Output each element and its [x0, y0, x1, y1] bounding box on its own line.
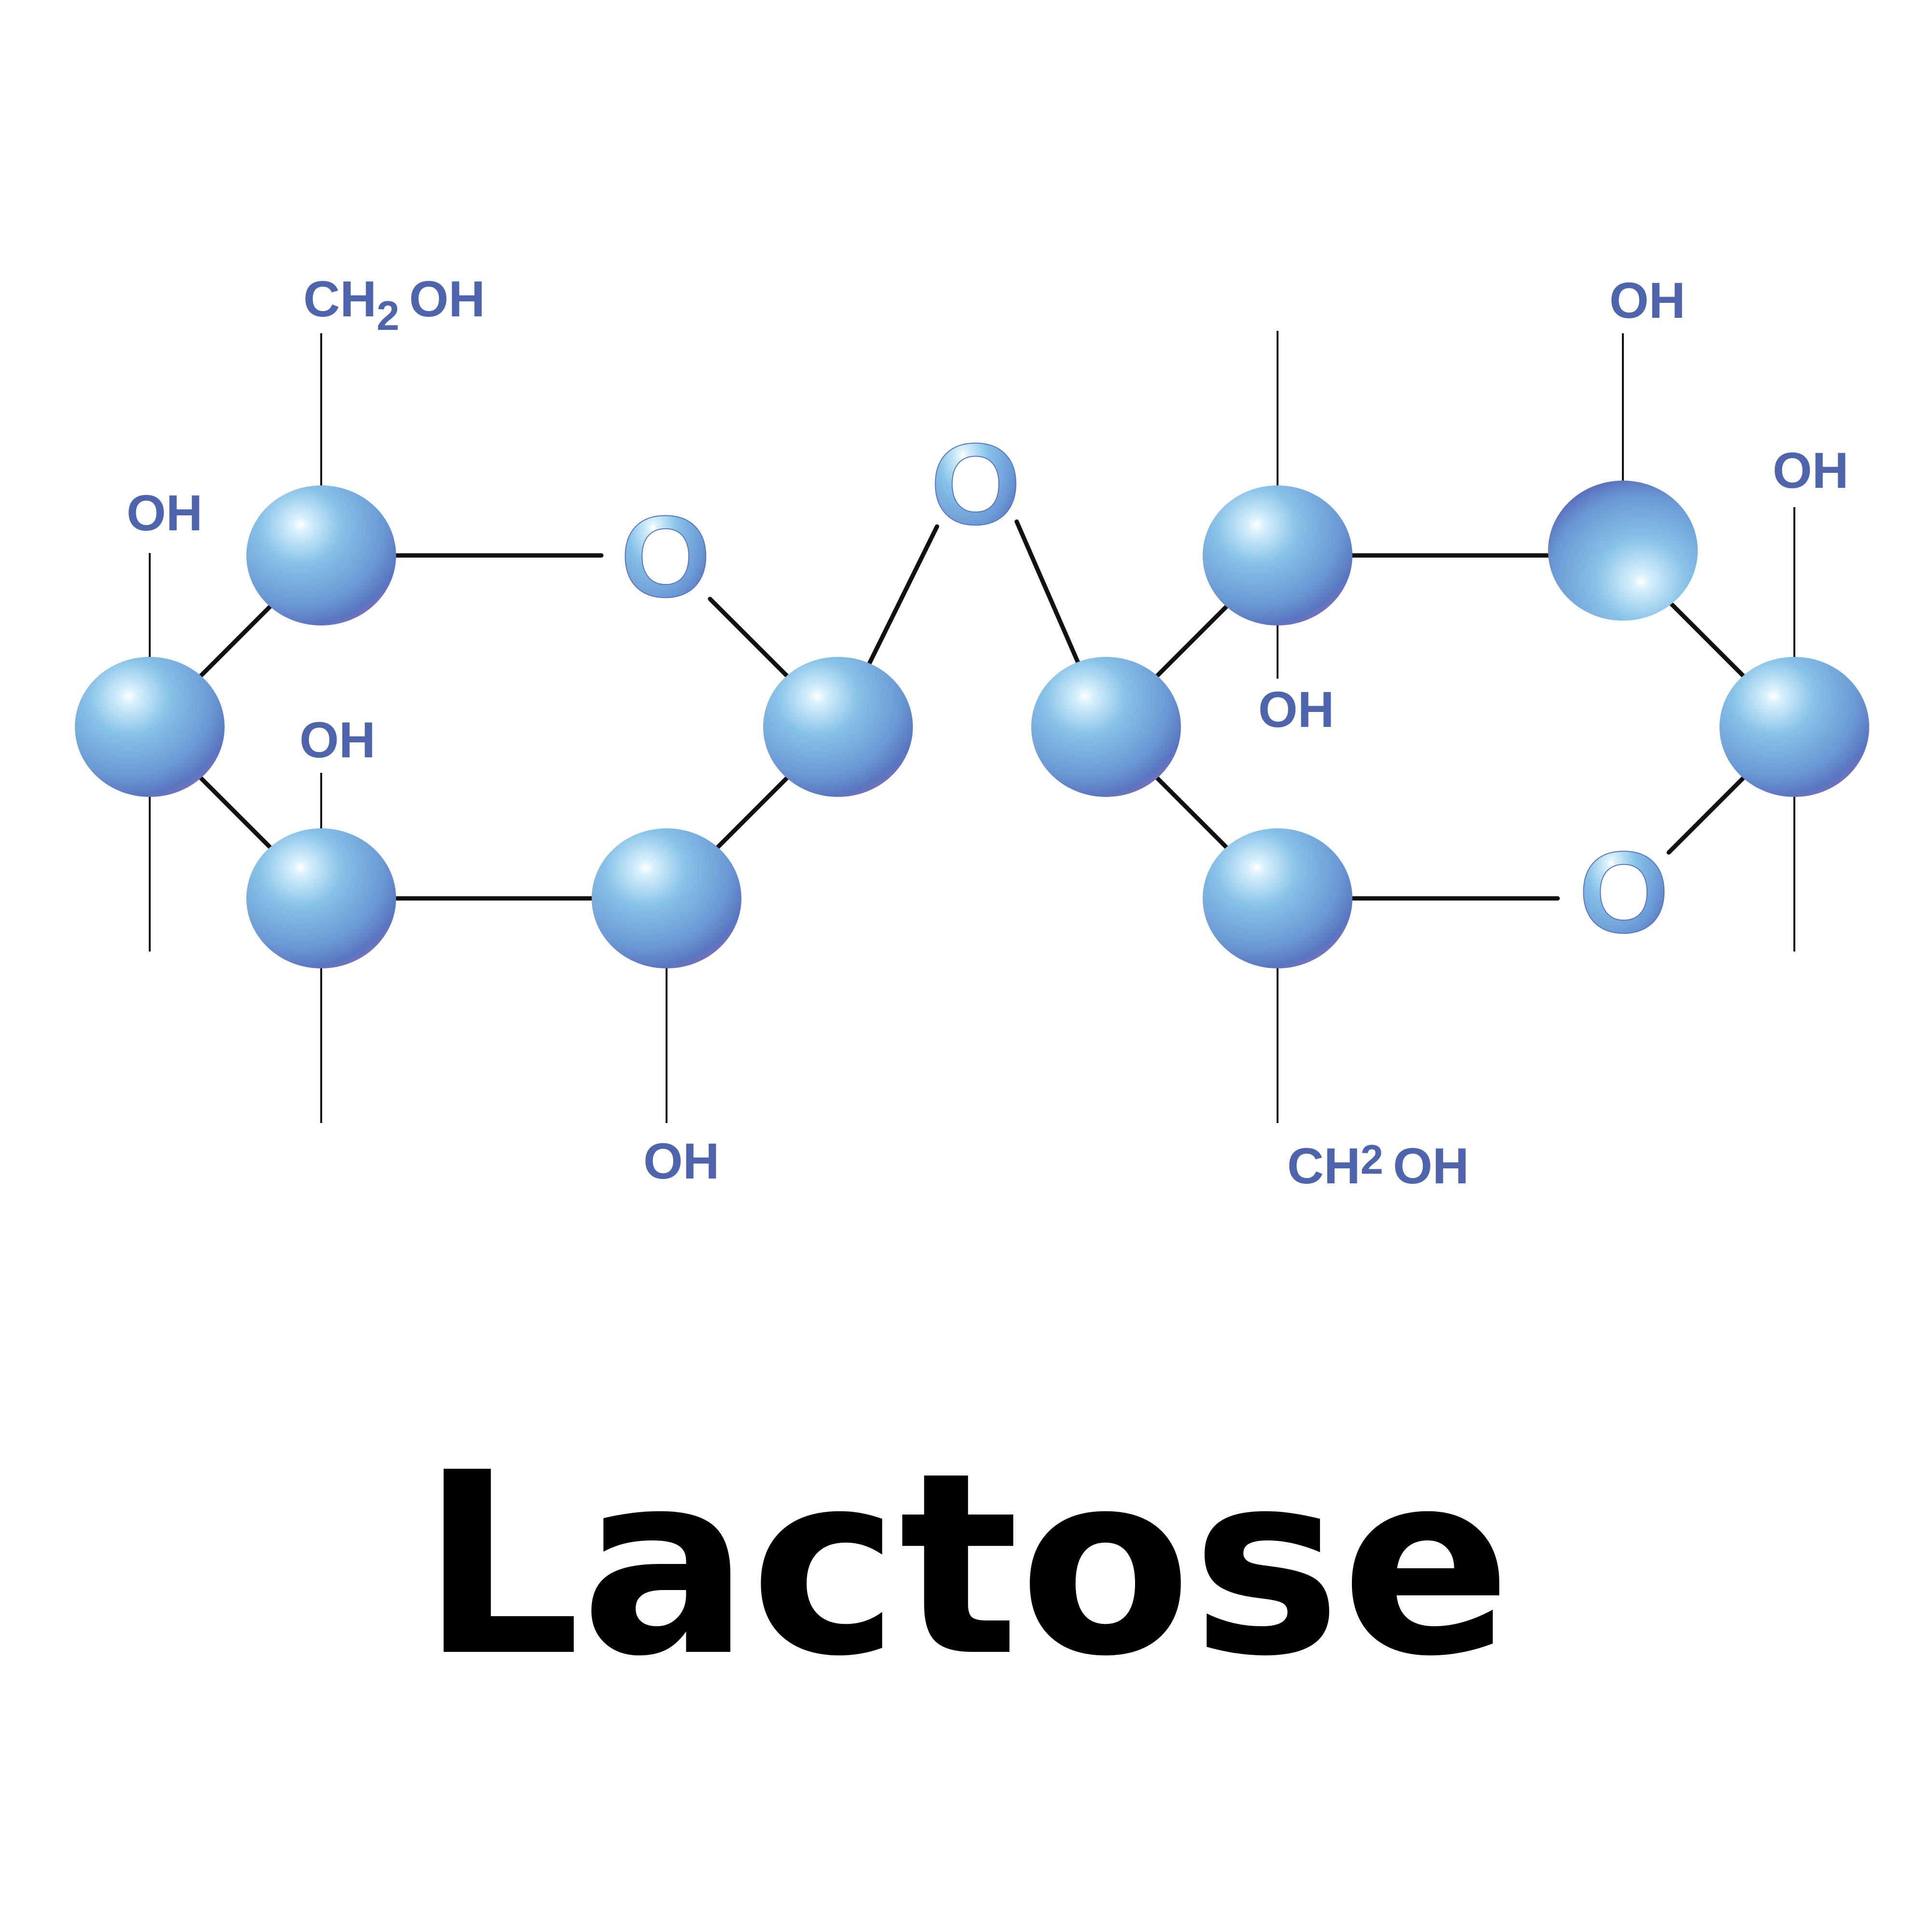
carbon-atom: [246, 828, 396, 968]
substituent-bonds: [149, 331, 1795, 1123]
carbon-atom: [1203, 485, 1352, 625]
carbon-atoms: [75, 481, 1869, 968]
carbon-atom: [592, 828, 741, 968]
oh-label: OH: [127, 485, 203, 541]
diagram-title: Lactose: [421, 1419, 1512, 1711]
ch2oh-left-sub: 2: [377, 293, 399, 339]
oh-label: OH: [299, 712, 376, 768]
oh-label: OH: [1609, 272, 1686, 329]
oh-label: OH: [1773, 442, 1849, 499]
oh-label: OH: [643, 1133, 720, 1190]
carbon-atom: [763, 657, 913, 797]
ring-oxygen-left: O: [621, 492, 711, 621]
oh-label: OH: [1258, 682, 1335, 738]
carbon-atom: [1719, 657, 1869, 797]
oxygen-atoms: O O O: [620, 419, 1670, 957]
ch2oh-left-ch: CH: [303, 271, 377, 327]
ring-bonds: [147, 519, 1797, 901]
ch2oh-right-sub: 2: [1361, 1137, 1383, 1183]
carbon-atom: [1031, 657, 1181, 797]
ch2oh-right-ch: CH: [1287, 1138, 1361, 1194]
ch2oh-right-oh: OH: [1393, 1138, 1469, 1194]
ring-oxygen-right: O: [1579, 827, 1669, 957]
carbon-atom: [246, 485, 396, 625]
carbon-atom: [75, 657, 225, 797]
carbon-atom: [1203, 828, 1352, 968]
ch2oh-left-oh: OH: [409, 271, 485, 327]
bridge-oxygen: O: [931, 419, 1021, 549]
carbon-atom: [1548, 481, 1698, 621]
